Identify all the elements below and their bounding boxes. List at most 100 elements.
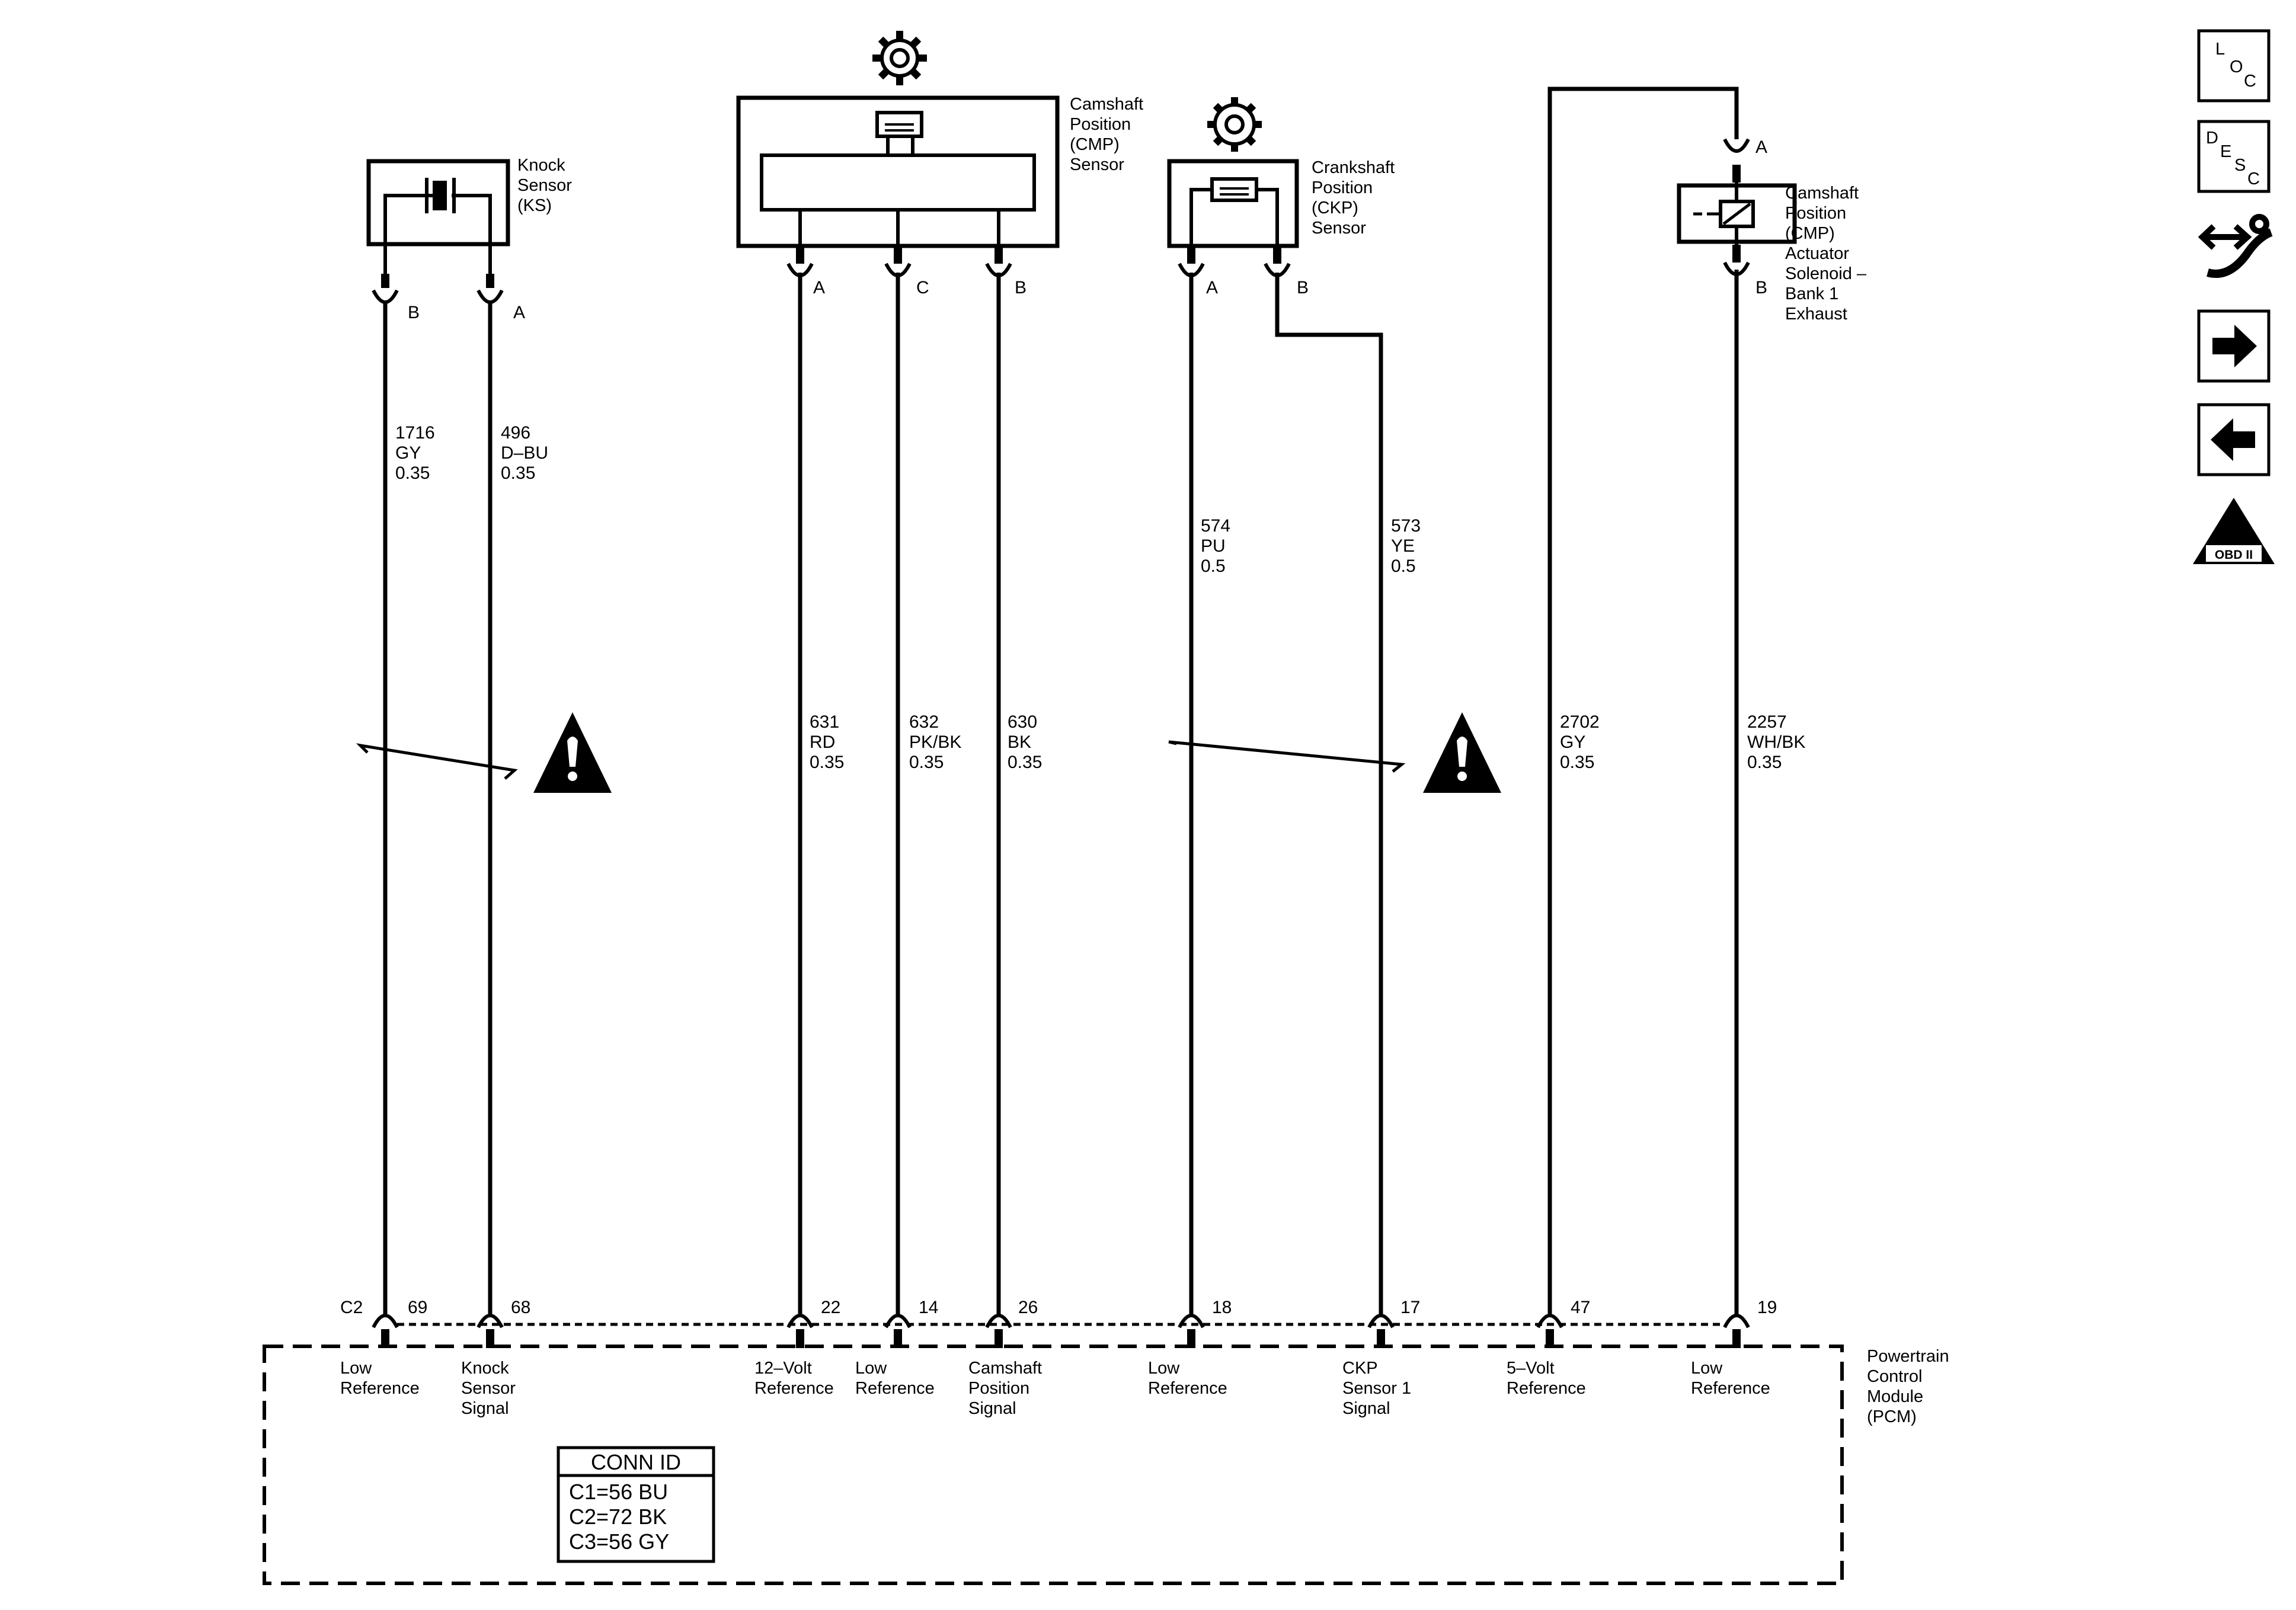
svg-text:Camshaft: Camshaft (968, 1359, 1042, 1378)
svg-text:Signal: Signal (461, 1399, 509, 1418)
cmp-sensor: A C B Camshaft Position (CMP) Sensor (736, 31, 1143, 297)
pin-label-act-b: B (1755, 278, 1767, 297)
connector-ks-b (372, 289, 399, 304)
pin-function-18: Low Reference (1148, 1359, 1227, 1398)
svg-text:Low: Low (1148, 1359, 1180, 1378)
pcm-pin-69: 69 (408, 1298, 427, 1317)
pin-function-17: CKP Sensor 1 Signal (1342, 1359, 1411, 1418)
actuator-label-4: Actuator (1785, 244, 1849, 263)
svg-text:Reference: Reference (340, 1379, 420, 1398)
cmp-sensor-label-3: (CMP) (1070, 135, 1120, 154)
pcm-pin-17: 17 (1400, 1298, 1420, 1317)
wire-label-2257: 2257 WH/BK 0.35 (1747, 712, 1805, 772)
obd-ii-icon[interactable]: II OBD II (2193, 498, 2275, 564)
desc-icon[interactable]: D E S C (2197, 120, 2271, 193)
pcm-pin-68: 68 (511, 1298, 530, 1317)
svg-text:O: O (2230, 57, 2243, 76)
svg-text:Reference: Reference (1691, 1379, 1770, 1398)
svg-text:0.35: 0.35 (501, 463, 535, 483)
svg-text:496: 496 (501, 423, 530, 443)
svg-text:0.35: 0.35 (395, 463, 430, 483)
pcm-connector-row: C2 69 68 22 14 26 18 17 47 19 (340, 1298, 1777, 1348)
svg-text:D–BU: D–BU (501, 443, 548, 463)
svg-text:631: 631 (810, 712, 839, 732)
wire-label-574: 574 PU 0.5 (1201, 516, 1230, 576)
pin-label-ks-a: A (513, 303, 525, 322)
svg-text:2257: 2257 (1747, 712, 1787, 732)
conn-id-title: CONN ID (591, 1450, 681, 1474)
actuator-label-5: Solenoid – (1785, 264, 1867, 283)
pin-function-47: 5–Volt Reference (1507, 1359, 1586, 1398)
pcm-pin-18: 18 (1212, 1298, 1232, 1317)
wire-labels: 1716 GY 0.35 496 D–BU 0.35 631 RD 0.35 6… (395, 423, 1805, 772)
svg-text:CKP: CKP (1342, 1359, 1378, 1378)
svg-text:0.35: 0.35 (1008, 753, 1042, 772)
svg-text:GY: GY (395, 443, 421, 463)
ckp-sensor-label-1: Crankshaft (1312, 158, 1395, 177)
twisted-pair-marker-ckp (1168, 740, 1406, 773)
next-arrow-icon[interactable] (2197, 309, 2271, 383)
back-arrow-icon[interactable] (2197, 403, 2271, 476)
svg-text:II: II (2226, 511, 2241, 542)
actuator-label-7: Exhaust (1785, 305, 1847, 324)
pcm-pin-22: 22 (821, 1298, 840, 1317)
actuator-label-1: Camshaft (1785, 184, 1859, 203)
wire-label-632: 632 PK/BK 0.35 (909, 712, 961, 772)
svg-text:0.35: 0.35 (1560, 753, 1594, 772)
conn-id-row: C3=56 GY (569, 1529, 669, 1554)
svg-text:Low: Low (855, 1359, 887, 1378)
svg-text:L: L (2215, 40, 2225, 59)
svg-text:Reference: Reference (1148, 1379, 1227, 1398)
svg-text:GY: GY (1560, 732, 1585, 752)
svg-text:S: S (2234, 156, 2246, 175)
pin-function-22: 12–Volt Reference (754, 1359, 834, 1398)
loc-icon[interactable]: L O C (2197, 29, 2271, 103)
pin-function-68: Knock Sensor Signal (461, 1359, 516, 1418)
svg-text:Reference: Reference (855, 1379, 935, 1398)
wire-2702 (1547, 87, 1739, 1315)
svg-text:2702: 2702 (1560, 712, 1600, 732)
pcm-pin-14: 14 (919, 1298, 938, 1317)
pin-function-26: Camshaft Position Signal (968, 1359, 1042, 1418)
pin-label-ckp-b: B (1297, 278, 1309, 297)
gear-icon (1207, 97, 1262, 152)
pin-label-cmp-c: C (916, 278, 929, 297)
ckp-sensor-label-2: Position (1312, 178, 1373, 197)
svg-text:Reference: Reference (754, 1379, 834, 1398)
wires (383, 87, 1739, 1315)
svg-text:574: 574 (1201, 516, 1230, 536)
wire-label-630: 630 BK 0.35 (1008, 712, 1042, 772)
cmp-actuator-solenoid: A B Camshaft Position (CMP) Actuator Sol… (1677, 137, 1867, 324)
wire-label-2702: 2702 GY 0.35 (1560, 712, 1600, 772)
svg-text:Signal: Signal (1342, 1399, 1390, 1418)
pin-function-14: Low Reference (855, 1359, 935, 1398)
wire-label-631: 631 RD 0.35 (810, 712, 844, 772)
svg-text:573: 573 (1391, 516, 1421, 536)
ckp-sensor-label-4: Sensor (1312, 219, 1366, 238)
pcm-label-4: (PCM) (1867, 1407, 1917, 1426)
svg-text:0.35: 0.35 (810, 753, 844, 772)
knock-sensor: B A Knock Sensor (KS) (366, 156, 572, 322)
svg-text:630: 630 (1008, 712, 1037, 732)
caution-icon (533, 712, 612, 793)
pin-label-cmp-a: A (813, 278, 825, 297)
svg-text:E: E (2220, 142, 2231, 161)
pcm-pin-47: 47 (1571, 1298, 1590, 1317)
wire-label-496: 496 D–BU 0.35 (501, 423, 548, 483)
svg-text:Sensor 1: Sensor 1 (1342, 1379, 1411, 1398)
pin-label-ks-b: B (408, 303, 420, 322)
knock-sensor-label-3: (KS) (517, 196, 552, 215)
svg-text:Low: Low (340, 1359, 372, 1378)
svg-text:YE: YE (1391, 536, 1415, 556)
svg-text:Position: Position (968, 1379, 1029, 1398)
svg-text:0.5: 0.5 (1391, 556, 1416, 576)
svg-text:D: D (2206, 129, 2218, 148)
repair-icon[interactable] (2198, 214, 2273, 278)
connector-ks-a (477, 289, 504, 304)
conn-id-row: C1=56 BU (569, 1480, 668, 1504)
wire-label-573: 573 YE 0.5 (1391, 516, 1421, 576)
svg-text:C: C (2247, 169, 2260, 188)
svg-text:Sensor: Sensor (461, 1379, 516, 1398)
cmp-sensor-label-2: Position (1070, 115, 1131, 134)
